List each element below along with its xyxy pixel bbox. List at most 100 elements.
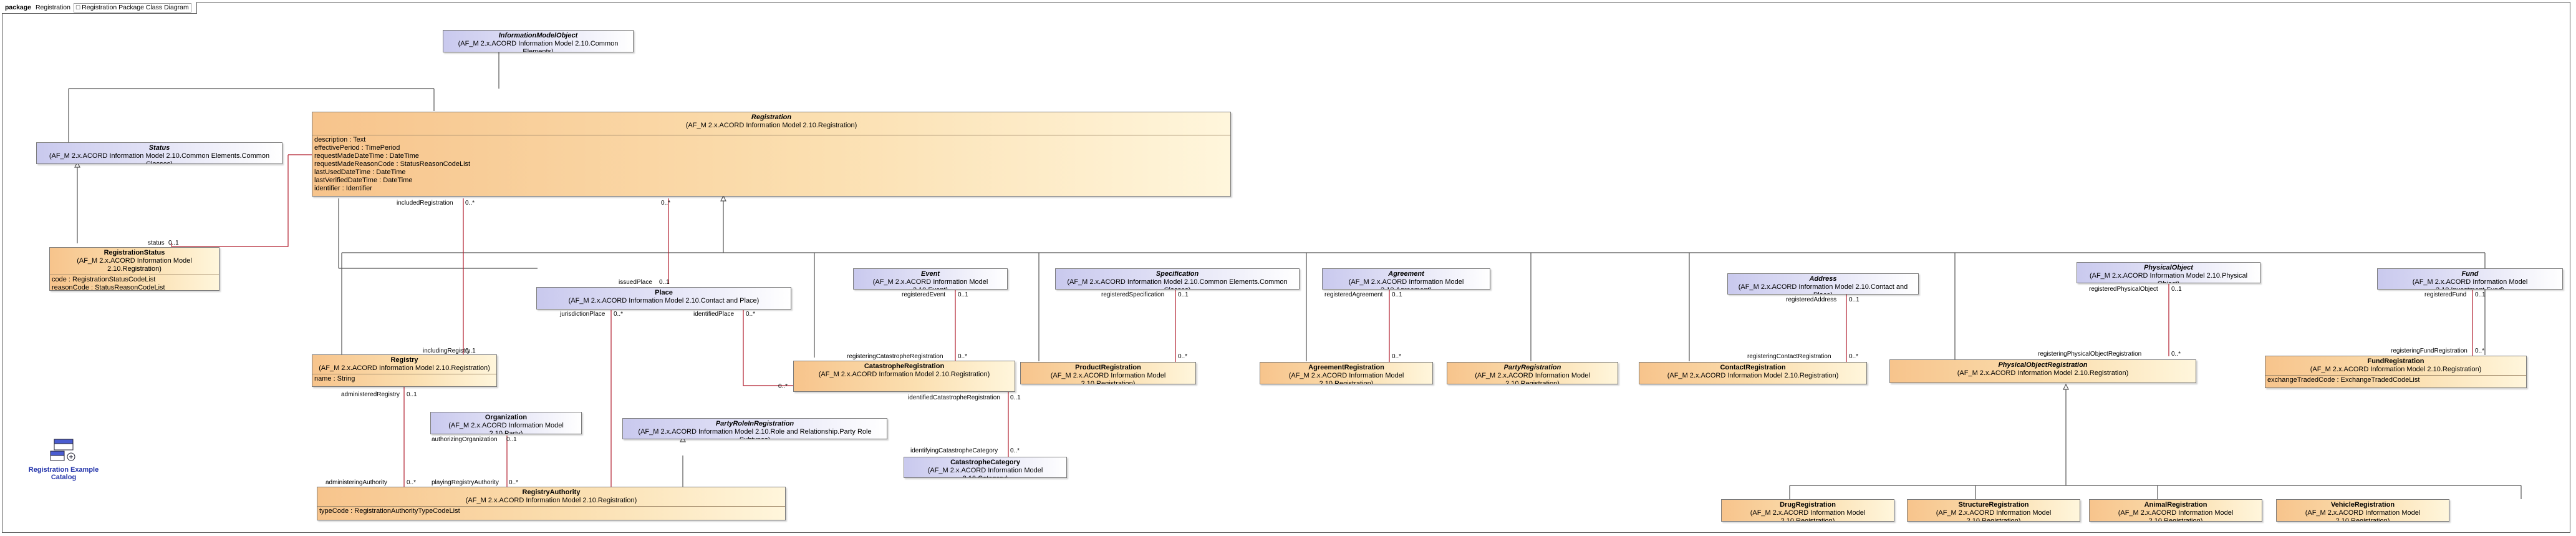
class-catastrophe-registration[interactable]: CatastropheRegistration(AF_M 2.x.ACORD I…: [793, 361, 1015, 392]
class-information-model-object[interactable]: InformationModelObject(AF_M 2.x.ACORD In…: [443, 30, 634, 52]
class-path: (AF_M 2.x.ACORD Information Model 2.10.A…: [1348, 278, 1464, 289]
class-path: (AF_M 2.x.ACORD Information Model 2.10.R…: [1667, 372, 1839, 379]
class-path: (AF_M 2.x.ACORD Information Model 2.10.I…: [2412, 278, 2528, 289]
role-registered-fund: registeredFund: [2424, 291, 2467, 298]
class-name: PartyRegistration: [1503, 364, 1561, 371]
class-agreement-registration[interactable]: AgreementRegistration(AF_M 2.x.ACORD Inf…: [1260, 362, 1433, 384]
class-path: (AF_M 2.x.ACORD Information Model 2.10.R…: [2310, 366, 2482, 373]
package-name: Registration: [35, 4, 70, 11]
class-path: (AF_M 2.x.ACORD Information Model 2.10.R…: [465, 497, 637, 504]
class-organization[interactable]: Organization(AF_M 2.x.ACORD Information …: [430, 412, 582, 434]
class-path: (AF_M 2.x.ACORD Information Model 2.10.R…: [2305, 509, 2421, 522]
attribute: requestMadeDateTime : DateTime: [314, 152, 419, 160]
class-name: ProductRegistration: [1075, 364, 1141, 371]
class-event[interactable]: Event(AF_M 2.x.ACORD Information Model 2…: [853, 268, 1008, 290]
class-path: (AF_M 2.x.ACORD Information Model 2.10.R…: [638, 428, 872, 439]
class-party-registration[interactable]: PartyRegistration(AF_M 2.x.ACORD Informa…: [1447, 362, 1618, 384]
class-structure-registration[interactable]: StructureRegistration(AF_M 2.x.ACORD Inf…: [1907, 499, 2080, 522]
class-party-role-in-registration[interactable]: PartyRoleInRegistration(AF_M 2.x.ACORD I…: [622, 418, 887, 439]
attribute: requestMadeReasonCode : StatusReasonCode…: [314, 160, 471, 168]
mult-registration-place: 0..*: [661, 200, 671, 207]
class-name: Status: [148, 144, 170, 152]
class-name: CatastropheRegistration: [864, 363, 945, 370]
class-agreement[interactable]: Agreement(AF_M 2.x.ACORD Information Mod…: [1322, 268, 1490, 290]
role-registered-event: registeredEvent: [902, 291, 946, 298]
role-jurisdiction-place: jurisdictionPlace: [560, 311, 605, 318]
attribute: exchangeTradedCode : ExchangeTradedCodeL…: [2267, 376, 2420, 384]
class-fund-registration[interactable]: FundRegistration(AF_M 2.x.ACORD Informat…: [2265, 356, 2527, 388]
class-path: (AF_M 2.x.ACORD Information Model 2.10.R…: [818, 371, 990, 378]
class-specification[interactable]: Specification(AF_M 2.x.ACORD Information…: [1055, 268, 1300, 290]
mult-product-registration: 0..*: [1178, 353, 1188, 360]
gen-arrow-status: [74, 161, 80, 168]
class-name: Registration: [751, 114, 792, 121]
class-name: AnimalRegistration: [2144, 501, 2207, 509]
class-fund[interactable]: Fund(AF_M 2.x.ACORD Information Model 2.…: [2377, 268, 2563, 290]
attribute: identifier : Identifier: [314, 185, 372, 192]
mult-registered-physical-object: 0..1: [2171, 286, 2182, 293]
package-keyword: package: [5, 4, 32, 11]
mult-administered-registry: 0..1: [407, 391, 417, 398]
class-name: InformationModelObject: [498, 32, 578, 39]
role-including-registry: includingRegistry: [423, 348, 471, 354]
class-path: (AF_M 2.x.ACORD Information Model 2.10.C…: [458, 40, 619, 52]
class-contact-registration[interactable]: ContactRegistration(AF_M 2.x.ACORD Infor…: [1639, 362, 1867, 384]
class-drug-registration[interactable]: DrugRegistration(AF_M 2.x.ACORD Informat…: [1721, 499, 1894, 522]
attribute: typeCode : RegistrationAuthorityTypeCode…: [319, 507, 460, 515]
class-catastrophe-category[interactable]: CatastropheCategory(AF_M 2.x.ACORD Infor…: [904, 457, 1067, 478]
attribute: description : Text: [314, 136, 366, 144]
mult-registered-fund: 0..1: [2475, 291, 2486, 298]
class-physical-object-registration[interactable]: PhysicalObjectRegistration(AF_M 2.x.ACOR…: [1889, 359, 2196, 383]
class-registration-status[interactable]: RegistrationStatus(AF_M 2.x.ACORD Inform…: [49, 247, 219, 291]
class-path: (AF_M 2.x.ACORD Information Model 2.10.C…: [1067, 278, 1288, 289]
role-registering-physical-object: registeringPhysicalObjectRegistration: [2038, 351, 2142, 358]
class-status[interactable]: Status(AF_M 2.x.ACORD Information Model …: [36, 142, 282, 164]
class-animal-registration[interactable]: AnimalRegistration(AF_M 2.x.ACORD Inform…: [2089, 499, 2262, 522]
class-name: ContactRegistration: [1720, 364, 1786, 371]
role-registering-catastrophe: registeringCatastropheRegistration: [847, 353, 943, 360]
role-issued-place: issuedPlace: [619, 279, 652, 286]
class-path: (AF_M 2.x.ACORD Information Model 2.10.C…: [927, 467, 1043, 477]
class-registration[interactable]: Registration(AF_M 2.x.ACORD Information …: [312, 112, 1231, 197]
class-name: Event: [921, 270, 940, 278]
class-path: (AF_M 2.x.ACORD Information Model 2.10.R…: [1050, 372, 1166, 384]
catalog-diagram-icon: [50, 439, 75, 461]
mult-registering-fund: 0..*: [2475, 348, 2485, 354]
catalog-link[interactable]: Registration Example Catalog: [20, 438, 107, 481]
mult-catastrophe-place: 0..*: [778, 383, 788, 390]
class-registry-authority[interactable]: RegistryAuthority(AF_M 2.x.ACORD Informa…: [317, 487, 786, 520]
class-name: RegistrationStatus: [104, 249, 165, 256]
package-tab[interactable]: package Registration □ Registration Pack…: [2, 2, 197, 14]
role-included-registration: includedRegistration: [397, 200, 453, 207]
class-path: (AF_M 2.x.ACORD Information Model 2.10.C…: [1738, 283, 1908, 294]
class-name: DrugRegistration: [1780, 501, 1836, 509]
class-path: (AF_M 2.x.ACORD Information Model 2.10.P…: [448, 422, 564, 434]
class-name: StructureRegistration: [1958, 501, 2029, 509]
role-identifying-catastrophe-category: identifyingCatastropheCategory: [910, 447, 998, 454]
class-place[interactable]: Place(AF_M 2.x.ACORD Information Model 2…: [536, 287, 791, 309]
class-path: (AF_M 2.x.ACORD Information Model 2.10.P…: [2089, 272, 2248, 283]
role-status: status: [148, 240, 165, 246]
class-physical-object[interactable]: PhysicalObject(AF_M 2.x.ACORD Informatio…: [2077, 262, 2260, 283]
role-registered-address: registeredAddress: [1786, 296, 1837, 303]
class-path: (AF_M 2.x.ACORD Information Model 2.10.R…: [77, 257, 192, 273]
role-registered-agreement: registeredAgreement: [1324, 291, 1383, 298]
attribute: code : RegistrationStatusCodeList: [52, 276, 156, 283]
class-product-registration[interactable]: ProductRegistration(AF_M 2.x.ACORD Infor…: [1020, 362, 1196, 384]
diagram-name[interactable]: □ Registration Package Class Diagram: [73, 3, 191, 12]
attribute: effectivePeriod : TimePeriod: [314, 144, 400, 152]
class-vehicle-registration[interactable]: VehicleRegistration(AF_M 2.x.ACORD Infor…: [2276, 499, 2449, 522]
attribute: reasonCode : StatusReasonCodeList: [52, 284, 165, 291]
class-name: PhysicalObjectRegistration: [1998, 361, 2088, 369]
class-path: (AF_M 2.x.ACORD Information Model 2.10.R…: [2118, 509, 2234, 522]
class-path: (AF_M 2.x.ACORD Information Model 2.10.C…: [568, 297, 760, 305]
class-address[interactable]: Address(AF_M 2.x.ACORD Information Model…: [1727, 273, 1919, 295]
mult-registered-event: 0..1: [958, 291, 968, 298]
class-name: Place: [655, 289, 673, 296]
gen-arrow-party-role: [680, 436, 686, 442]
diagram-name-label: Registration Package Class Diagram: [82, 4, 189, 11]
class-registry[interactable]: Registry(AF_M 2.x.ACORD Information Mode…: [312, 354, 497, 387]
generalization-registration-tree: [342, 198, 2485, 253]
mult-issued-place: 0..1: [659, 279, 670, 286]
